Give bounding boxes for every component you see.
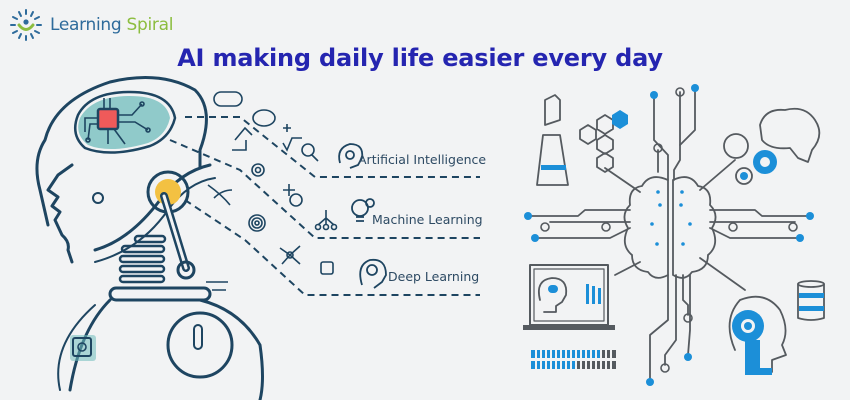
- robot-head-illustration: [35, 76, 480, 400]
- headline: AI making daily life easier every day: [0, 44, 850, 72]
- brain-right-half: [672, 176, 717, 279]
- progress-bars: [531, 348, 616, 371]
- brain-left-half: [623, 176, 669, 279]
- deep-learning-head-icon: [359, 258, 387, 289]
- ai-head-icon: [338, 143, 364, 169]
- spiral-burst-logo-icon: [10, 9, 42, 41]
- category-artificial-intelligence: Artificial Intelligence: [358, 152, 487, 167]
- lightbulb-gear-icon: [351, 198, 375, 222]
- brand-logo[interactable]: Learning Spiral: [6, 6, 173, 44]
- category-deep-learning: Deep Learning: [388, 269, 480, 284]
- brand-name: Learning Spiral: [50, 15, 173, 35]
- brand-name-part1: Learning: [50, 15, 122, 35]
- headline-text: AI making daily life easier every day: [177, 44, 663, 72]
- category-machine-learning: Machine Learning: [372, 212, 483, 227]
- brand-name-part2: Spiral: [126, 15, 174, 35]
